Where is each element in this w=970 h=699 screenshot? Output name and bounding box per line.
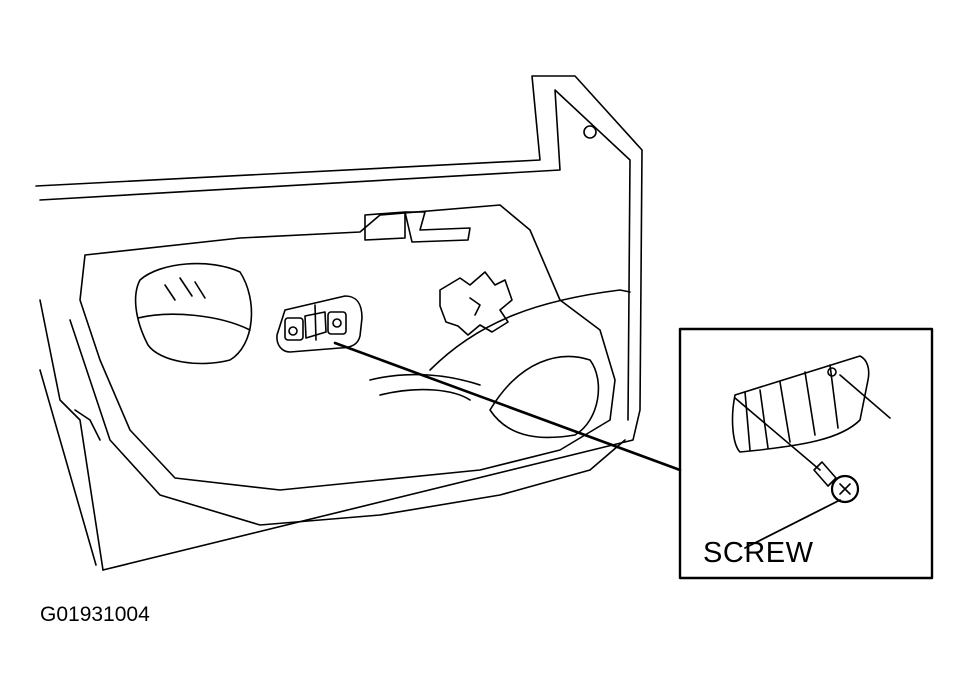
lower-opening [489, 355, 600, 439]
leader-line [333, 341, 682, 472]
inside-handle-part [276, 295, 363, 353]
detail-box [678, 327, 934, 580]
figure-id: G01931004 [40, 603, 150, 626]
inner-panel [69, 204, 626, 526]
control-cable [429, 289, 631, 371]
top-bracket [364, 211, 471, 243]
screw-leader [744, 499, 841, 549]
mounting-hole-icon [583, 125, 597, 139]
speaker-opening [134, 262, 253, 365]
detail-handle [731, 355, 891, 471]
screw-icon [813, 461, 860, 504]
clip-part [439, 271, 513, 336]
door-frame [35, 75, 643, 571]
panel-contour [369, 373, 481, 401]
screw-callout-label: SCREW [703, 537, 814, 569]
